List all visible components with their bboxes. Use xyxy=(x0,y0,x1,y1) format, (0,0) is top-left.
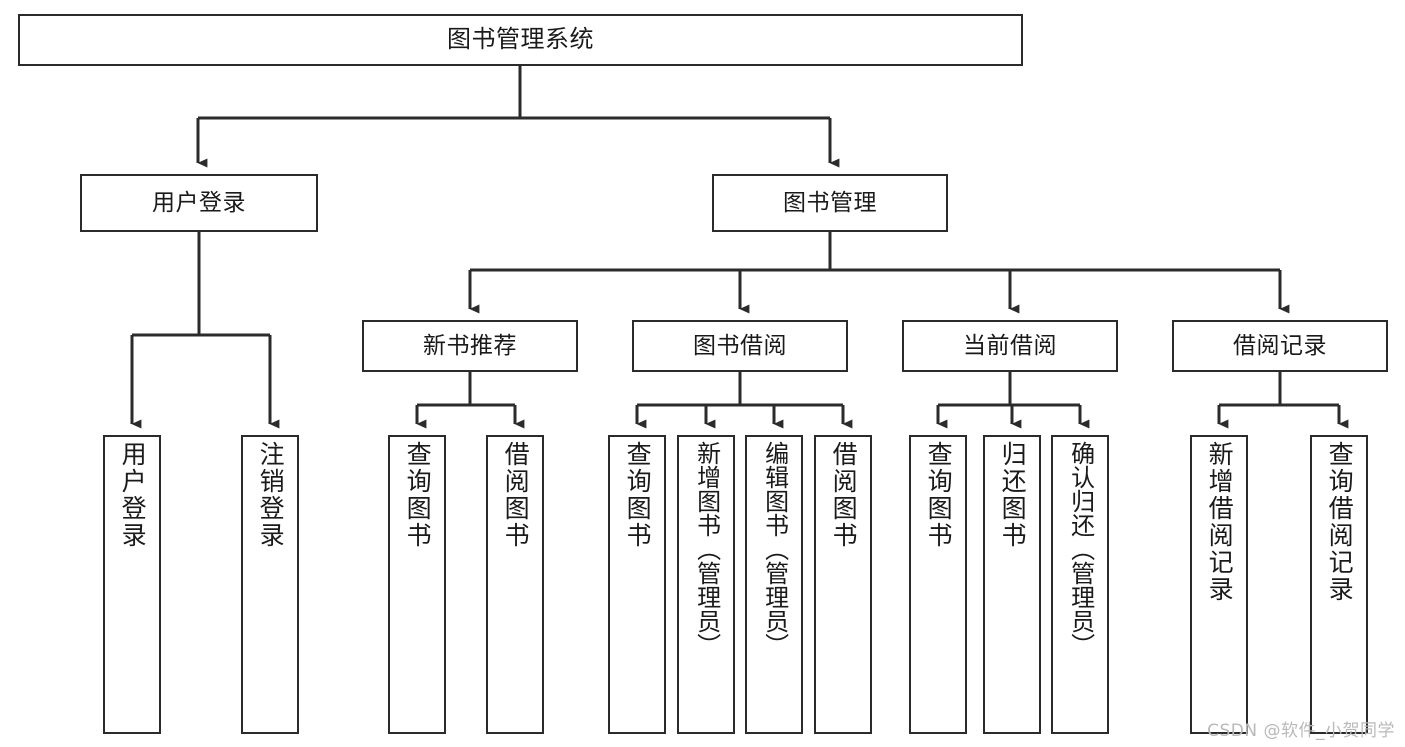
node-leaf-query-book-borrow[interactable]: 查询图书 xyxy=(608,435,666,734)
node-new-book-recommend[interactable]: 新书推荐 xyxy=(362,320,578,372)
node-leaf-query-borrow-record[interactable]: 查询借阅记录 xyxy=(1310,435,1368,734)
node-leaf-query-book-borrow-label: 查询图书 xyxy=(623,441,653,549)
node-leaf-return-book-label: 归还图书 xyxy=(998,441,1028,549)
node-leaf-confirm-return-admin-label: 确认归还（管理员） xyxy=(1066,441,1095,657)
node-leaf-user-login-label: 用户登录 xyxy=(118,441,148,549)
node-book-borrow[interactable]: 图书借阅 xyxy=(632,320,848,372)
node-leaf-add-book-admin-label: 新增图书（管理员） xyxy=(692,441,721,657)
node-leaf-logout[interactable]: 注销登录 xyxy=(241,435,299,734)
node-root-label: 图书管理系统 xyxy=(447,25,594,54)
node-leaf-return-book[interactable]: 归还图书 xyxy=(983,435,1041,734)
node-leaf-confirm-return-admin[interactable]: 确认归还（管理员） xyxy=(1051,435,1109,734)
node-leaf-add-borrow-record[interactable]: 新增借阅记录 xyxy=(1190,435,1248,734)
node-leaf-edit-book-admin[interactable]: 编辑图书（管理员） xyxy=(745,435,803,734)
node-book-management-label: 图书管理 xyxy=(783,189,877,216)
node-leaf-query-book-recommend[interactable]: 查询图书 xyxy=(388,435,446,734)
node-book-borrow-label: 图书借阅 xyxy=(693,332,787,359)
node-leaf-query-book-current-label: 查询图书 xyxy=(924,441,954,549)
node-new-book-recommend-label: 新书推荐 xyxy=(423,332,517,359)
node-leaf-logout-label: 注销登录 xyxy=(256,441,286,549)
node-user-login[interactable]: 用户登录 xyxy=(80,174,318,232)
node-borrow-record-label: 借阅记录 xyxy=(1233,332,1327,359)
node-current-borrow-label: 当前借阅 xyxy=(963,332,1057,359)
node-borrow-record[interactable]: 借阅记录 xyxy=(1172,320,1388,372)
node-leaf-add-book-admin[interactable]: 新增图书（管理员） xyxy=(677,435,735,734)
node-leaf-query-borrow-record-label: 查询借阅记录 xyxy=(1325,441,1355,603)
node-root-system[interactable]: 图书管理系统 xyxy=(18,14,1023,66)
node-leaf-add-borrow-record-label: 新增借阅记录 xyxy=(1205,441,1235,603)
node-leaf-borrow-book-label: 借阅图书 xyxy=(829,441,859,549)
node-user-login-label: 用户登录 xyxy=(152,189,246,216)
node-leaf-query-book-current[interactable]: 查询图书 xyxy=(909,435,967,734)
node-leaf-user-login[interactable]: 用户登录 xyxy=(103,435,161,734)
node-leaf-borrow-book[interactable]: 借阅图书 xyxy=(814,435,872,734)
node-book-management[interactable]: 图书管理 xyxy=(712,174,948,232)
csdn-watermark: CSDN @软件_小贺同学 xyxy=(1207,721,1395,741)
node-leaf-borrow-book-recommend-label: 借阅图书 xyxy=(501,441,531,549)
node-current-borrow[interactable]: 当前借阅 xyxy=(902,320,1118,372)
node-leaf-query-book-recommend-label: 查询图书 xyxy=(403,441,433,549)
node-leaf-borrow-book-recommend[interactable]: 借阅图书 xyxy=(486,435,544,734)
node-leaf-edit-book-admin-label: 编辑图书（管理员） xyxy=(760,441,789,657)
